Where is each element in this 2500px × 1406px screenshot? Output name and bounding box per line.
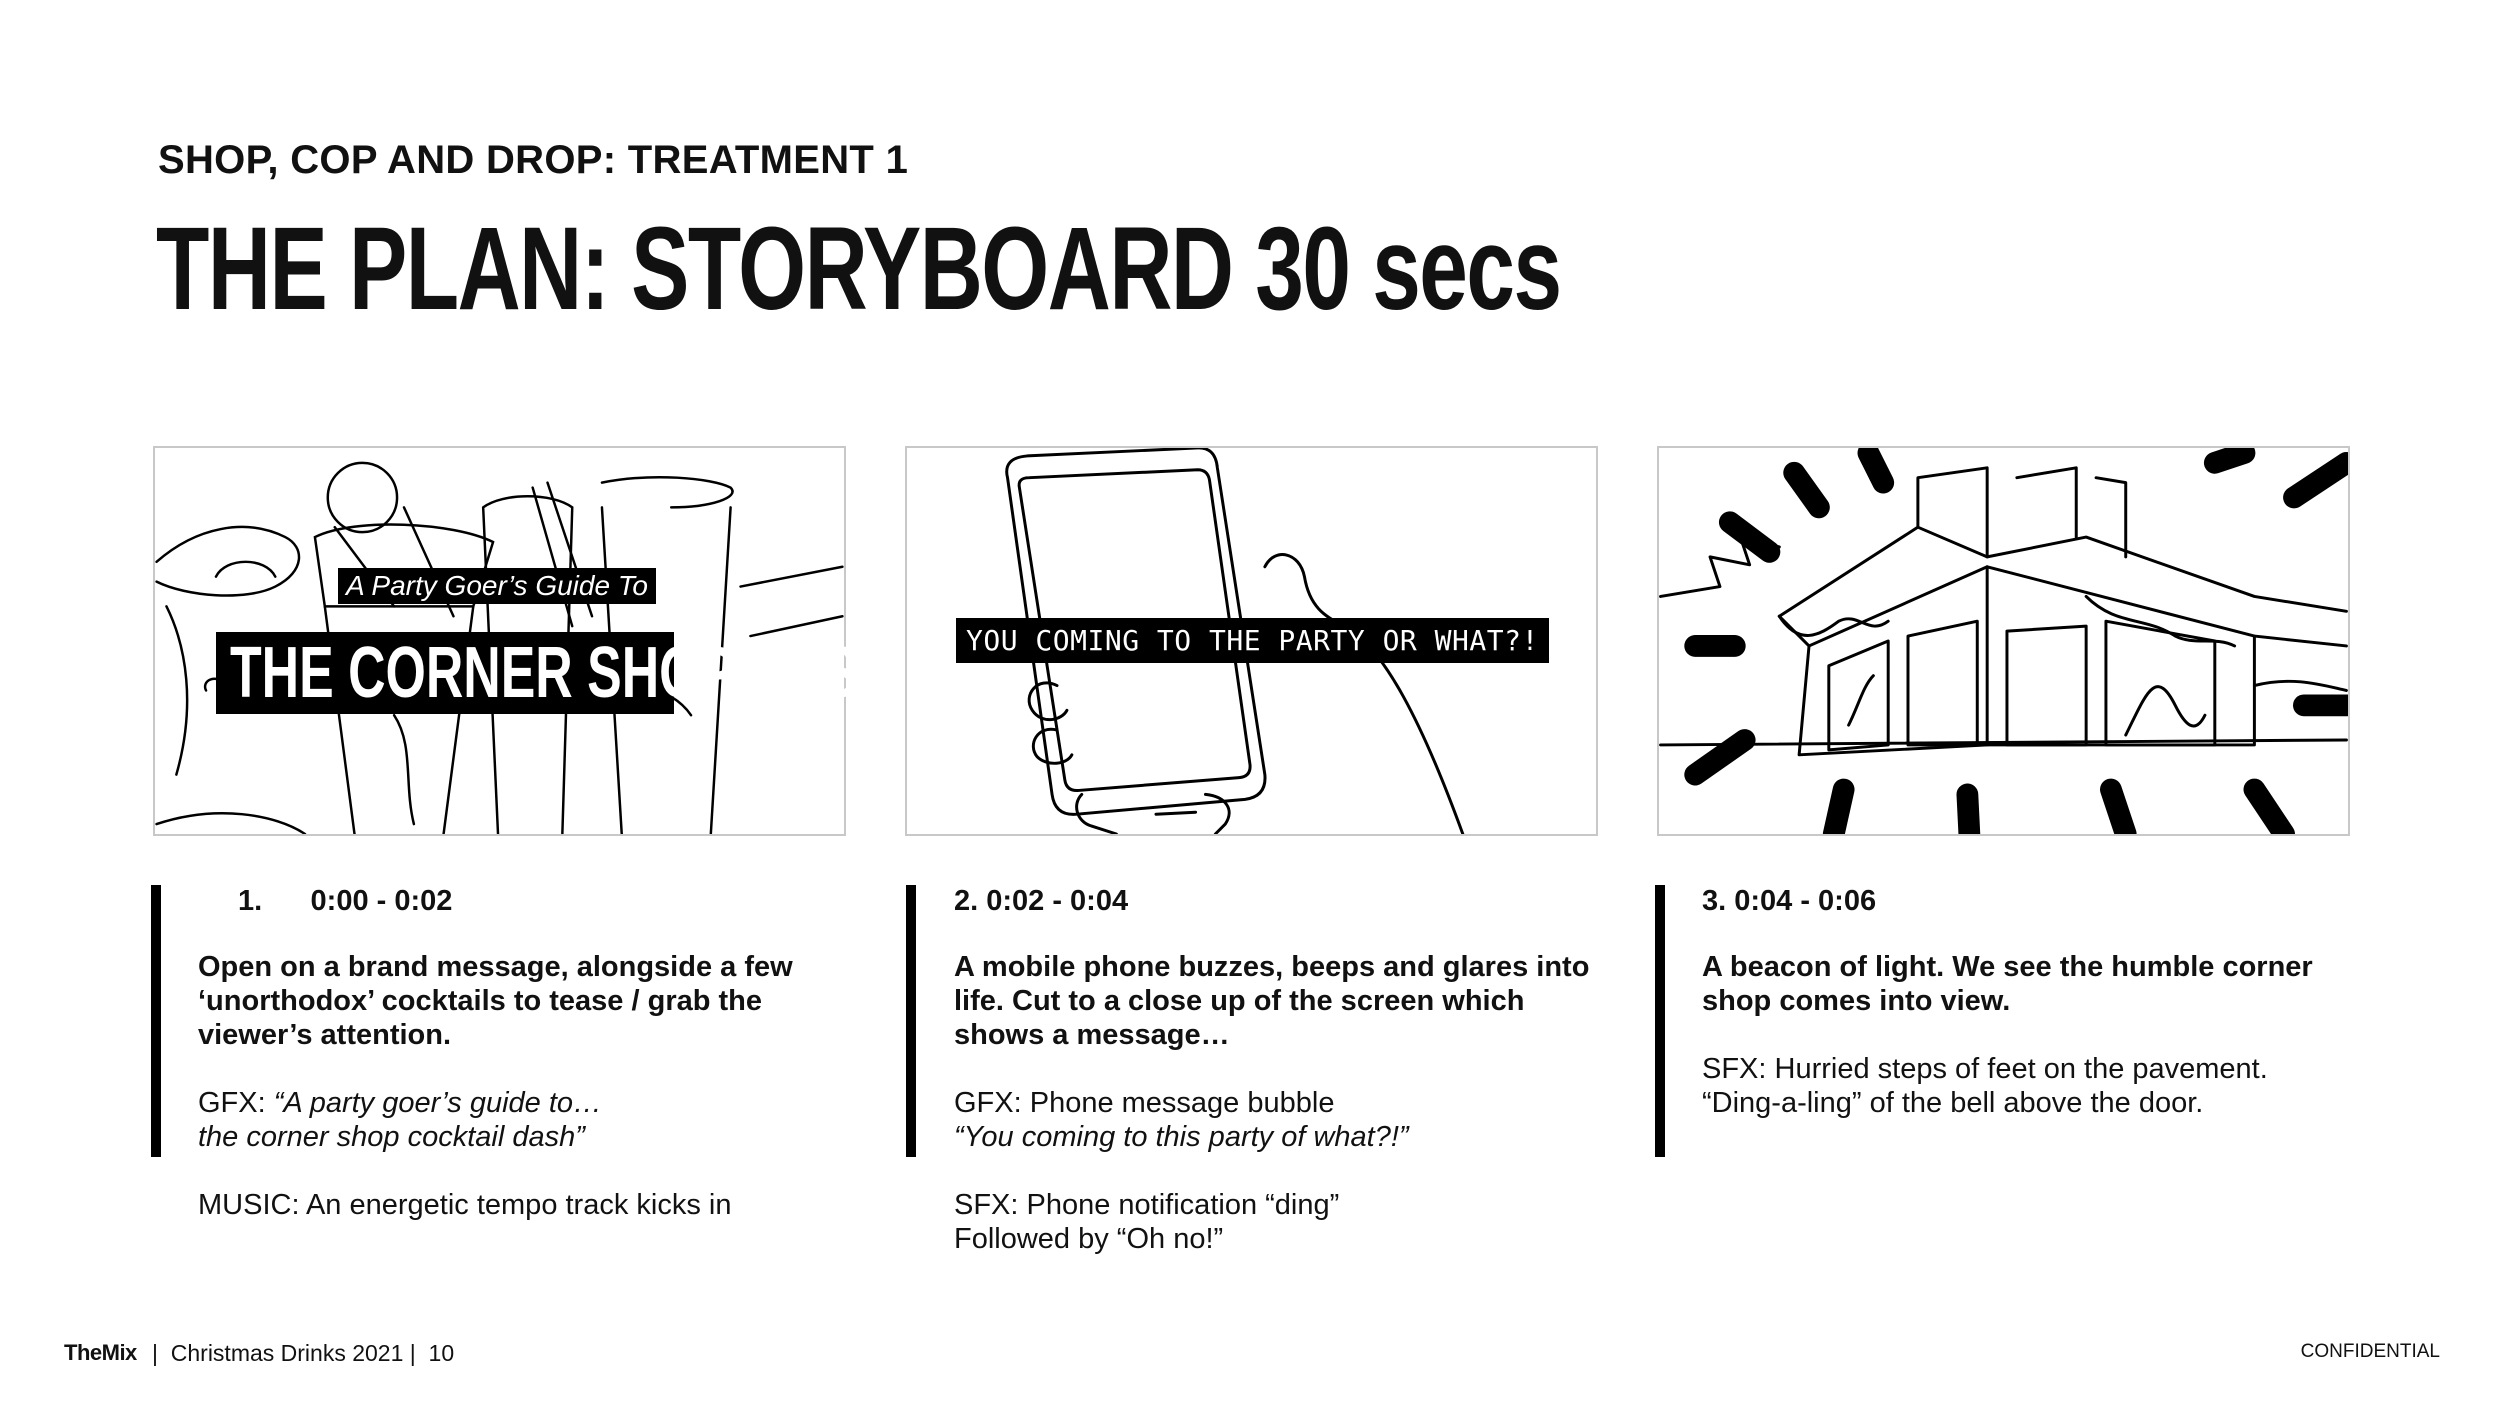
storyboard-panel-3 (1657, 446, 2350, 836)
scene-1-time: 1. 0:00 - 0:02 (238, 885, 453, 917)
panel-1-overlay-title: THE CORNER SHOP DASH (216, 632, 894, 714)
footer-brand-logo: TheMix (64, 1340, 137, 1365)
slide-title: THE PLAN: STORYBOARD 30 secs (156, 203, 1562, 335)
scene-2-time: 2. 0:02 - 0:04 (954, 885, 1129, 917)
scene-2-gfx-line1: GFX: Phone message bubble (954, 1087, 1335, 1119)
scene-3-sfx-line2: “Ding-a-ling” of the bell above the door… (1702, 1087, 2204, 1119)
scene-3-sfx-line1: SFX: Hurried steps of feet on the paveme… (1702, 1053, 2268, 1085)
scene-1-gfx: GFX: “A party goer’s guide to… the corne… (198, 1086, 858, 1154)
scene-2-sfx-line1: SFX: Phone notification “ding” (954, 1189, 1340, 1221)
footer-deck-info: | Christmas Drinks 2021 | 10 (152, 1340, 455, 1366)
scene-2-notes: 2. 0:02 - 0:04 A mobile phone buzzes, be… (954, 884, 1614, 1290)
scene-2-accent-bar (906, 885, 916, 1157)
scene-3-sfx: SFX: Hurried steps of feet on the paveme… (1702, 1052, 2362, 1120)
scene-3-description: A beacon of light. We see the humble cor… (1702, 951, 2313, 1017)
scene-2-sfx: SFX: Phone notification “ding” Followed … (954, 1188, 1614, 1256)
scene-1-accent-bar (151, 885, 161, 1157)
slide-subtitle: SHOP, COP AND DROP: TREATMENT 1 (158, 138, 909, 182)
scene-2-sfx-line2: Followed by “Oh no!” (954, 1223, 1224, 1255)
footer-confidential-label: CONFIDENTIAL (2300, 1341, 2440, 1362)
scene-3-time: 3. 0:04 - 0:06 (1702, 885, 1877, 917)
scene-1-gfx-label: GFX: (198, 1087, 274, 1119)
corner-shop-sketch (1659, 448, 2348, 834)
scene-2-gfx-line2: “You coming to this party of what?!” (954, 1121, 1409, 1153)
panel-1-overlay-subtitle: A Party Goer’s Guide To (338, 568, 656, 604)
panel-2-message-bubble: YOU COMING TO THE PARTY OR WHAT?! (956, 618, 1549, 663)
scene-1-gfx-line1: “A party goer’s guide to… (273, 1087, 603, 1119)
scene-3-notes: 3. 0:04 - 0:06 A beacon of light. We see… (1702, 884, 2362, 1154)
scene-1-gfx-line2: the corner shop cocktail dash” (198, 1121, 585, 1153)
scene-2-gfx: GFX: Phone message bubble “You coming to… (954, 1086, 1614, 1154)
scene-1-notes: 1. 0:00 - 0:02 Open on a brand message, … (198, 884, 858, 1256)
scene-1-description: Open on a brand message, alongside a few… (198, 951, 793, 1051)
scene-1-music: MUSIC: An energetic tempo track kicks in (198, 1189, 732, 1221)
scene-3-accent-bar (1655, 885, 1665, 1157)
scene-2-description: A mobile phone buzzes, beeps and glares … (954, 951, 1590, 1051)
